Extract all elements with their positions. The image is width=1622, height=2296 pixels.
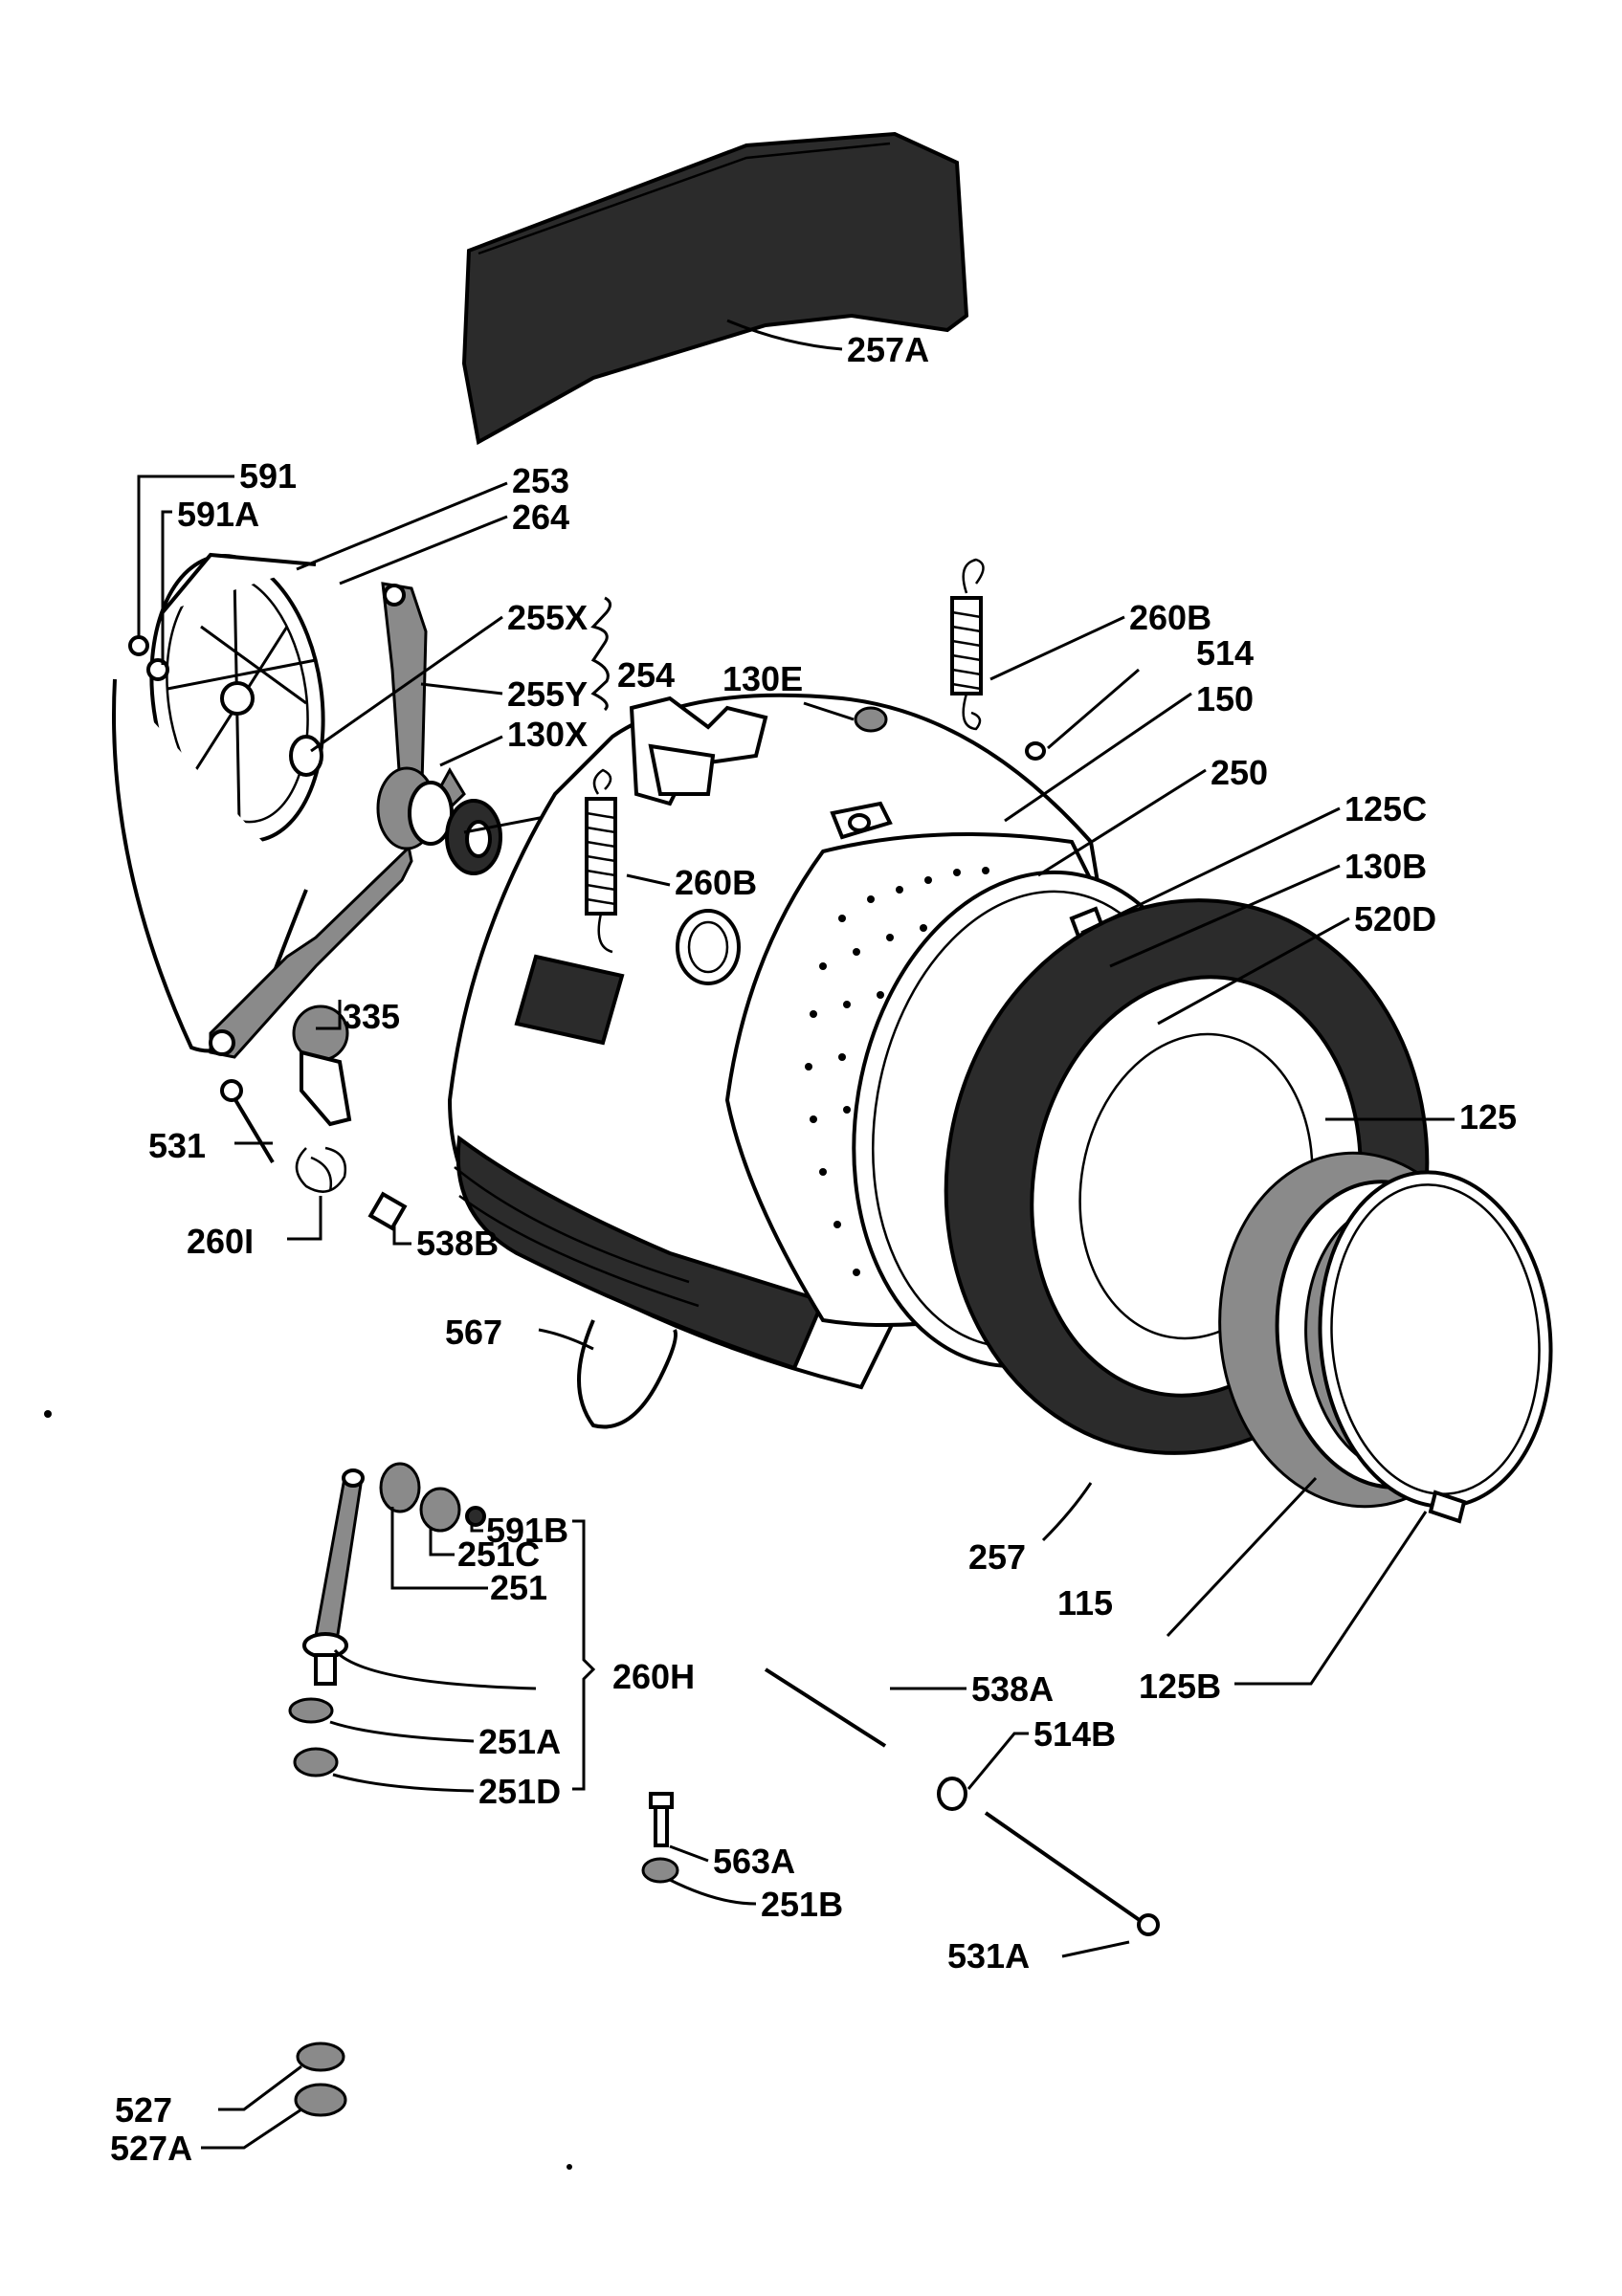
label-254: 254: [617, 655, 675, 695]
label-255x: 255X: [507, 598, 588, 637]
part-labels: 257A 591 591A 253 264 255X 255Y 254 130X…: [110, 330, 1517, 2168]
label-115: 115: [1057, 1583, 1113, 1623]
label-253: 253: [512, 461, 569, 500]
label-260i: 260I: [187, 1222, 254, 1261]
scan-speck: [44, 1410, 52, 1418]
label-591a: 591A: [177, 495, 259, 534]
clamp-ring-125b: [1318, 1170, 1553, 1524]
pulley-screws-591: [128, 635, 169, 681]
label-514b: 514B: [1033, 1714, 1116, 1754]
label-520d: 520D: [1354, 899, 1436, 938]
label-527: 527: [115, 2090, 172, 2130]
label-531a: 531A: [947, 1936, 1030, 1976]
screw-130e: [854, 706, 888, 733]
washer-251a: [288, 1697, 334, 1724]
label-251b: 251B: [761, 1885, 843, 1924]
label-257: 257: [968, 1537, 1026, 1577]
counterweight-257a: [461, 131, 969, 446]
label-250: 250: [1211, 753, 1268, 792]
label-130b: 130B: [1344, 847, 1427, 886]
label-130x: 130X: [507, 715, 588, 754]
hose-567: [577, 1319, 678, 1429]
damper-bracket-335: [292, 1004, 352, 1127]
bushing-251c: [419, 1487, 461, 1533]
label-260b-top: 260B: [1129, 598, 1211, 637]
label-130e: 130E: [722, 659, 803, 698]
pin-538a: [764, 1667, 887, 1748]
label-591b: 591B: [486, 1511, 568, 1550]
label-125: 125: [1459, 1097, 1517, 1137]
leader-lines: [137, 319, 1455, 2150]
shock-absorber-260h: [302, 1468, 365, 1686]
label-538a: 538A: [971, 1669, 1054, 1709]
drum-pulley-253: [112, 552, 325, 1053]
label-125b: 125B: [1139, 1667, 1221, 1706]
washer-251b: [641, 1857, 679, 1884]
label-563a: 563A: [713, 1842, 795, 1881]
nut-514b: [937, 1777, 967, 1811]
nut-527: [296, 2042, 345, 2072]
bushing-251: [379, 1462, 421, 1513]
label-527a: 527A: [110, 2129, 192, 2168]
label-538b: 538B: [416, 1224, 499, 1263]
stud-563a: [649, 1792, 674, 1847]
bearing-support-254: [209, 582, 566, 1059]
washer-591b: [465, 1506, 486, 1527]
bolt-531: [220, 1079, 275, 1164]
label-514: 514: [1196, 633, 1254, 673]
spring-260b-top: [950, 558, 985, 731]
nut-514: [1025, 741, 1046, 761]
label-251a: 251A: [478, 1722, 561, 1761]
label-264: 264: [512, 497, 569, 537]
label-257a: 257A: [847, 330, 929, 369]
pin-538b: [367, 1191, 408, 1231]
washer-527a: [294, 2083, 347, 2117]
spring-260i: [295, 1146, 347, 1193]
label-251c: 251C: [457, 1534, 540, 1574]
label-591: 591: [239, 456, 297, 496]
label-255y: 255Y: [507, 674, 588, 714]
spring-260b-mid: [585, 768, 617, 954]
label-531: 531: [148, 1126, 206, 1165]
label-260h: 260H: [612, 1657, 695, 1696]
scan-speck: [567, 2164, 572, 2170]
bolt-531a-head: [1137, 1913, 1160, 1936]
label-150: 150: [1196, 679, 1254, 718]
label-251d: 251D: [478, 1772, 561, 1811]
label-335: 335: [343, 997, 400, 1036]
label-251: 251: [490, 1568, 547, 1607]
label-260b-mid: 260B: [675, 863, 757, 902]
bolt-531a: [984, 1811, 1145, 1925]
washer-251d: [293, 1747, 339, 1777]
label-567: 567: [445, 1313, 502, 1352]
label-125c: 125C: [1344, 789, 1427, 828]
